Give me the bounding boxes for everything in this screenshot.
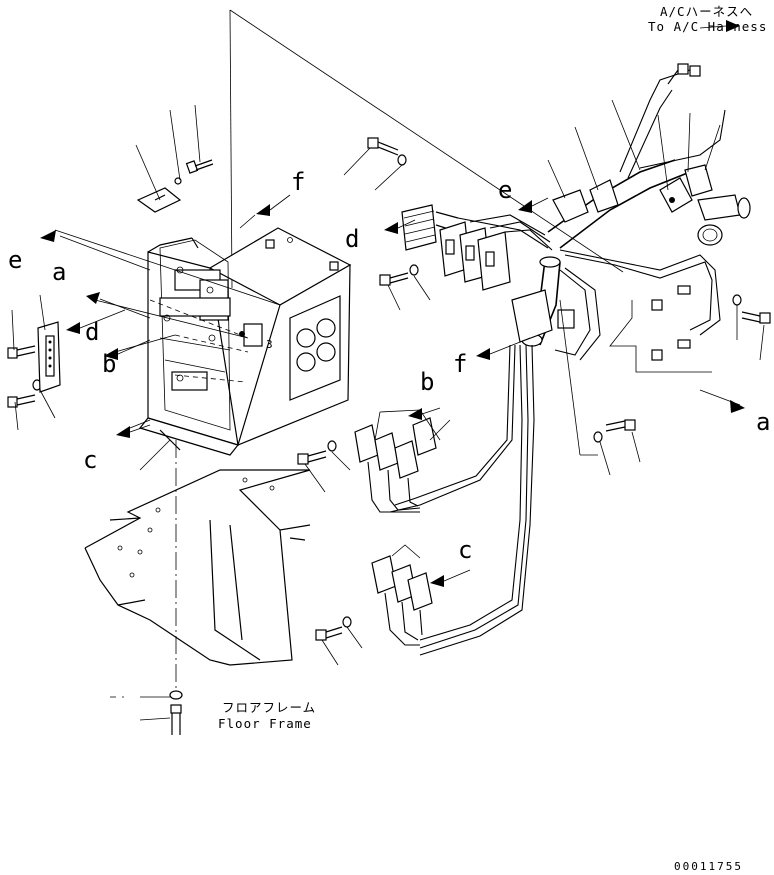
- drawing-code: 00011755: [674, 860, 743, 873]
- label-f-top: f: [291, 168, 305, 196]
- label-a-right: a: [756, 408, 770, 436]
- label-c-right: c: [458, 536, 472, 564]
- floor-frame: [84, 469, 311, 666]
- callout-labels: e a d b c f d e f b c a: [8, 168, 770, 564]
- label-c-left: c: [83, 446, 97, 474]
- notes: A/Cハーネスへ To A/C Harness フロアフレーム Floor Fr…: [218, 4, 767, 873]
- label-b-left: b: [102, 350, 116, 378]
- note-floor-frame-en: Floor Frame: [218, 716, 312, 731]
- note-ac-harness-en: To A/C Harness: [648, 19, 767, 34]
- arrows: [40, 20, 745, 587]
- ac-connector: [659, 164, 751, 246]
- label-e-right: e: [498, 176, 512, 204]
- bracket-top: [136, 187, 182, 213]
- detail-mark: 3: [266, 338, 273, 351]
- label-d-left: d: [85, 318, 99, 346]
- note-floor-frame-jp: フロアフレーム: [222, 700, 316, 715]
- connector-d-plug: [37, 321, 61, 393]
- clamp-a: [609, 285, 712, 373]
- leader-lines: [11, 99, 765, 721]
- label-f-right: f: [453, 350, 467, 378]
- main-harness: [389, 63, 726, 656]
- assembly-outline: [229, 9, 624, 289]
- relay-group-b: [354, 409, 441, 513]
- label-d-right: d: [345, 225, 359, 253]
- electrical-box: 3: [138, 227, 352, 456]
- bolt-group: [7, 137, 771, 735]
- label-e-left: e: [8, 246, 22, 274]
- note-ac-harness-jp: A/Cハーネスへ: [660, 4, 753, 19]
- label-b-right: b: [420, 368, 434, 396]
- relay-group-c: [371, 544, 433, 646]
- label-a-left: a: [52, 258, 66, 286]
- relay-group-e: [439, 214, 553, 291]
